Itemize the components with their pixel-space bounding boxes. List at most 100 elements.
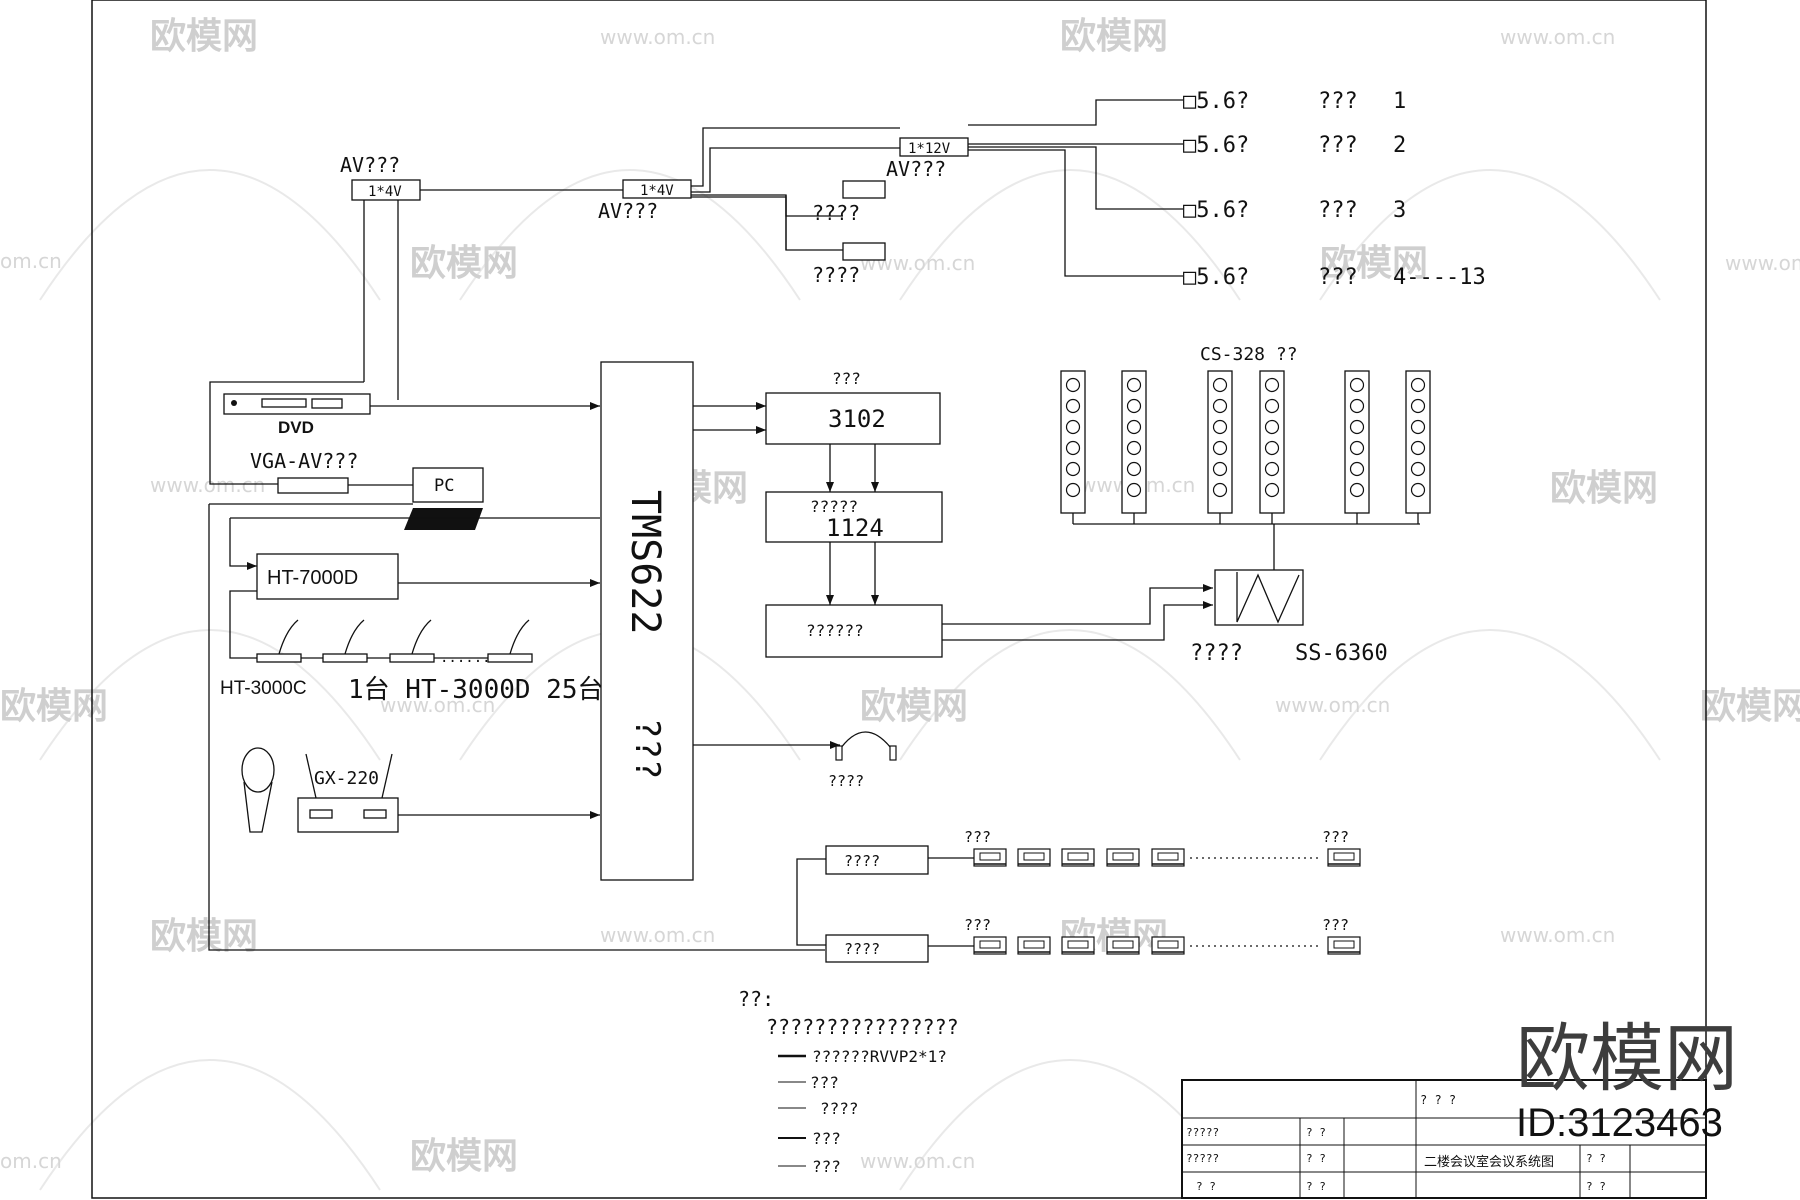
row-1-box — [825, 845, 929, 875]
speaker-column — [1405, 370, 1431, 524]
pc-monitor — [412, 467, 484, 503]
watermark-brand: 欧模网 — [410, 243, 518, 284]
speaker-column — [1060, 370, 1086, 524]
tms622-sublabel: ??? — [627, 718, 667, 779]
desk-unit — [973, 848, 1007, 867]
watermark-url: www.om.cn — [1500, 923, 1615, 947]
side-output-2: ???? — [812, 263, 860, 287]
monitor-3-label: ??? — [1318, 198, 1358, 223]
monitor-4-label: ??? — [1318, 265, 1358, 290]
monitor-2-num: 2 — [1393, 133, 1406, 158]
av-splitter-1-model: 1*4V — [368, 184, 402, 200]
watermark-url: www.om.cn — [600, 923, 715, 947]
monitor-2-label: ??? — [1318, 133, 1358, 158]
tms622-box — [600, 361, 694, 881]
monitor-list: □5.6? ??? 1 □5.6? ??? 2 □5.6? ??? 3 □5.6… — [1183, 89, 1486, 290]
av-splitter-2 — [622, 179, 692, 199]
speaker-column — [1207, 370, 1233, 524]
av-distribution: AV??? 1*4V 1*4V AV??? ???? ???? 1*12V AV… — [340, 99, 1183, 287]
side-output-1-box — [842, 180, 886, 199]
monitor-3-size: □5.6? — [1183, 198, 1249, 223]
desk-unit — [973, 936, 1007, 955]
speaker-label: CS-328 ?? — [1200, 344, 1298, 365]
watermark-brand: 欧模网 — [1550, 468, 1658, 509]
corner-brand: 欧模网 — [1516, 1016, 1738, 1102]
speaker-column — [1121, 370, 1147, 524]
title-block-cell: ????? — [1186, 1126, 1219, 1139]
watermark-url: www.om.cn — [1275, 693, 1390, 717]
pc-keyboard — [404, 508, 483, 530]
processor-2-model: 1124 — [826, 514, 884, 542]
legend-item-5: ??? — [812, 1157, 841, 1176]
row-2-end-label: ??? — [1322, 916, 1349, 934]
watermark-brand: 欧模网 — [150, 916, 258, 957]
processor-1-model: 3102 — [828, 405, 886, 433]
mic-chain: ...... — [256, 619, 533, 666]
title-block-cell: ? ? — [1306, 1180, 1326, 1193]
mic-dots: ...... — [440, 650, 491, 666]
dvd-label: DVD — [278, 418, 314, 437]
watermark-brand: 欧模网 — [1320, 243, 1428, 284]
legend-item-2: ??? — [810, 1073, 839, 1092]
legend-item-1: ??????RVVP2*1? — [812, 1047, 947, 1066]
title-block-cell: ? ? — [1306, 1152, 1326, 1165]
title-block-cell: ? ? — [1586, 1152, 1606, 1165]
desk-unit — [1327, 848, 1361, 867]
av-splitter-3-label: AV??? — [886, 157, 946, 181]
tms622-label: TMS622 — [622, 490, 668, 635]
row-1-end-label: ??? — [1322, 828, 1349, 846]
monitor-1-num: 1 — [1393, 89, 1406, 114]
desk-unit — [1106, 848, 1140, 867]
watermark-brand: 欧模网 — [0, 686, 108, 727]
corner-id: ID:3123463 — [1516, 1101, 1723, 1145]
av-splitter-3-model: 1*12V — [908, 141, 951, 157]
vga-av-converter — [277, 477, 349, 494]
legend: ??: ???????????????? ??????RVVP2*1? ??? … — [738, 987, 959, 1176]
processor-2-top: ????? — [810, 497, 858, 516]
watermark-url: www.om.cn — [1725, 251, 1800, 275]
watermark-brand: 欧模网 — [410, 1136, 518, 1177]
drawing-border — [91, 0, 1707, 1199]
title-block-cell: ? ? — [1196, 1180, 1216, 1193]
monitor-3-num: 3 — [1393, 198, 1406, 223]
pc-label: PC — [434, 476, 454, 496]
monitor-4-num: 4----13 — [1393, 265, 1486, 290]
tms622-host: TMS622 ??? — [600, 361, 694, 881]
audio-processing: ??? 3102 ????? 1124 ?????? ???? — [693, 369, 1213, 790]
row-1-box-label: ???? — [844, 852, 880, 870]
av-splitter-1-label: AV??? — [340, 153, 400, 177]
watermark-url: www.om.cn — [860, 1149, 975, 1173]
av-splitter-2-label: AV??? — [598, 199, 658, 223]
watermark-brand: 欧模网 — [1700, 686, 1800, 727]
legend-subtitle: ???????????????? — [766, 1015, 959, 1039]
input-sources: DVD VGA-AV??? PC HT-7000D — [208, 200, 825, 951]
watermark-url: www.om.cn — [380, 693, 495, 717]
row-2-box — [825, 934, 929, 963]
monitor-2-size: □5.6? — [1183, 133, 1249, 158]
drawing-title: 二楼会议室会议系统图 — [1424, 1154, 1554, 1169]
watermark-url: www.om.cn — [600, 25, 715, 49]
speaker-column — [1259, 370, 1285, 524]
watermark-brand: 欧模网 — [1060, 16, 1168, 57]
processor-3-label: ?????? — [806, 621, 864, 640]
amplifier-left-label: ???? — [1190, 641, 1243, 666]
legend-title: ??: — [738, 987, 774, 1011]
side-output-1: ???? — [812, 201, 860, 225]
row-2-box-label: ???? — [844, 940, 880, 958]
headphone-label: ???? — [828, 772, 864, 790]
ht-3000c-label: HT-3000C — [220, 678, 307, 699]
watermark-edge-text: om.cn — [0, 249, 62, 273]
processor-3102 — [765, 392, 941, 445]
ht-7000d-unit — [256, 553, 399, 600]
legend-item-3: ???? — [820, 1099, 859, 1118]
desk-unit — [1327, 936, 1361, 955]
av-splitter-2-model: 1*4V — [640, 183, 674, 199]
mic-row-label: 1台 HT-3000D 25台 — [348, 675, 604, 705]
speaker-columns — [1060, 370, 1431, 524]
corner-watermark: 欧模网 ID:3123463 — [1516, 1016, 1738, 1145]
title-block-cell: ? ? — [1306, 1126, 1326, 1139]
vga-av-label: VGA-AV??? — [250, 449, 358, 473]
desk-unit — [1017, 848, 1051, 867]
desk-unit — [1061, 936, 1095, 955]
